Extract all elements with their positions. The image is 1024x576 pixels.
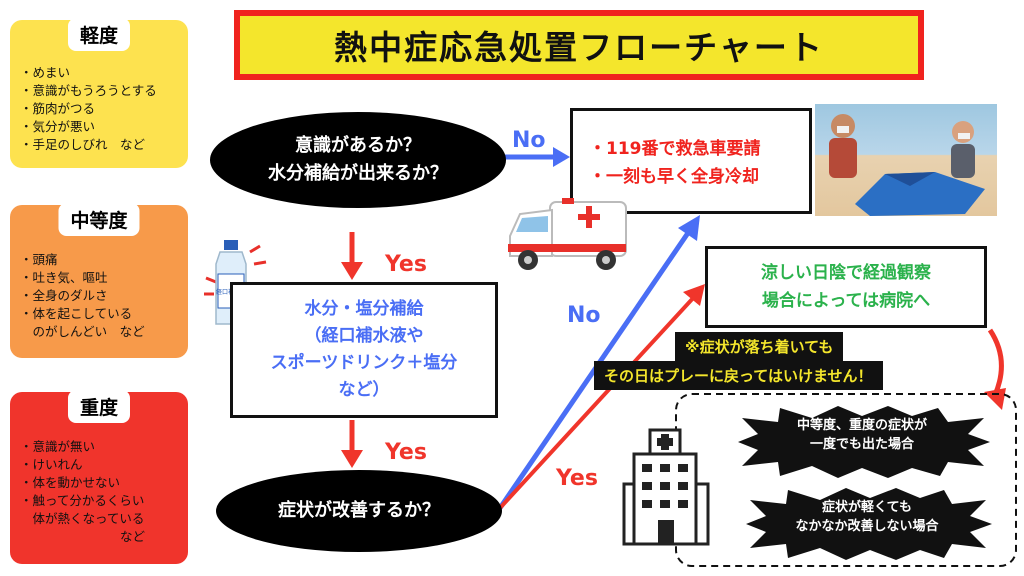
hydration-line-1: 水分・塩分補給 [304,299,424,319]
list-item: ・吐き気、嘔吐 [20,270,108,285]
yes-label-3: Yes [556,466,598,491]
hydration-line-4: など） [338,380,390,400]
list-item: ・体を起こしている [20,306,133,321]
warning-line-2: その日はプレーに戻ってはいけません！ [594,361,883,390]
yes-arrow-3 [498,294,697,510]
mild-title: 軽度 [67,18,131,51]
severe-title: 重度 [67,390,131,423]
severe-card: 重度 ・意識が無い ・けいれん ・体を動かせない ・触って分かるくらい 体が熱く… [10,390,188,564]
no-arrow-1-head [553,147,570,167]
warning-text-2: その日はプレーに戻ってはいけません！ [604,367,873,385]
shade-line-1: 涼しい日陰で経過観察 [761,263,931,283]
warning-text-1: ※症状が落ち着いても [685,338,834,356]
page-title-frame: 熱中症応急処置フローチャート [234,10,924,80]
mild-list: ・めまい ・意識がもうろうとする ・筋肉がつる ・気分が悪い ・手足のしびれ な… [20,64,182,154]
yes-label-1: Yes [385,252,427,277]
mild-card: 軽度 ・めまい ・意識がもうろうとする ・筋肉がつる ・気分が悪い ・手足のしび… [10,18,188,168]
emergency-line-2: ・一刻も早く全身冷却 [589,167,759,187]
hydration-line-3: スポーツドリンク＋塩分 [270,353,458,373]
yes-arrow-2-head [341,450,363,468]
list-item: 体が熱くなっている [20,511,145,526]
moderate-card: 中等度 ・頭痛 ・吐き気、嘔吐 ・全身のダルさ ・体を起こしている のがしんどい… [10,203,188,358]
hospital-case-2: 症状が軽くても なかなか改善しない場合 [736,498,998,536]
no-label-1: No [512,128,546,153]
yes-label-2: Yes [385,440,427,465]
decision-improvement: 症状が改善するか？ [216,470,502,552]
hydration-box: 水分・塩分補給 （経口補水液や スポーツドリンク＋塩分 など） [230,282,498,418]
shade-observation-box: 涼しい日陰で経過観察 場合によっては病院へ [705,246,987,328]
curve-arrow-head [984,388,1006,410]
moderate-list: ・頭痛 ・吐き気、嘔吐 ・全身のダルさ ・体を起こしている のがしんどい など [20,251,182,341]
list-item: ・気分が悪い [20,119,96,134]
no-arrow-2-head [678,215,700,241]
list-item: ・意識がもうろうとする [20,83,157,98]
decision-consciousness: 意識があるか？ 水分補給が出来るか？ [210,112,506,208]
hospital-case-1-line-2: 一度でも出た場合 [809,437,914,452]
list-item: など [20,529,146,544]
hospital-case-1-line-1: 中等度、重度の症状が [796,418,927,433]
list-item: ・手足のしびれ など [20,137,146,152]
list-item: のがしんどい など [20,324,145,339]
rescue-photo [815,104,997,216]
decision-1-line-2: 水分補給が出来るか？ [268,163,448,184]
list-item: ・めまい [20,65,71,80]
rescue-photo-illustration [829,114,985,216]
decision-1-line-1: 意識があるか？ [295,135,421,156]
list-item: ・体を動かせない [20,475,121,490]
list-item: ・意識が無い [20,439,96,454]
list-item: ・筋肉がつる [20,101,96,116]
hospital-case-2-line-2: なかなか改善しない場合 [795,519,939,534]
hospital-icon [622,428,710,546]
yes-arrow-3-head [683,284,705,306]
list-item: ・頭痛 [20,252,58,267]
emergency-line-1: ・119番で救急車要請 [589,139,761,159]
curve-arrow [987,328,1004,396]
yes-arrow-1-head [341,262,363,280]
list-item: ・けいれん [20,457,83,472]
decision-2-text: 症状が改善するか？ [278,500,440,521]
emergency-box: ・119番で救急車要請 ・一刻も早く全身冷却 [570,108,812,214]
moderate-title: 中等度 [58,203,140,236]
hospital-case-2-line-1: 症状が軽くても [822,500,912,515]
ambulance-icon [508,198,627,270]
hospital-case-1: 中等度、重度の症状が 一度でも出た場合 [728,416,996,454]
hospital-case-2-burst [746,488,992,560]
page-title: 熱中症応急処置フローチャート [240,16,918,74]
list-item: ・全身のダルさ [20,288,108,303]
warning-line-1: ※症状が落ち着いても [675,332,844,361]
list-item: ・触って分かるくらい [20,493,145,508]
shade-line-2: 場合によっては病院へ [761,291,931,311]
hospital-case-1-burst [738,406,990,478]
severe-list: ・意識が無い ・けいれん ・体を動かせない ・触って分かるくらい 体が熱くなって… [20,438,182,546]
no-label-2: No [567,303,601,328]
hydration-line-2: （経口補水液や [304,326,424,346]
